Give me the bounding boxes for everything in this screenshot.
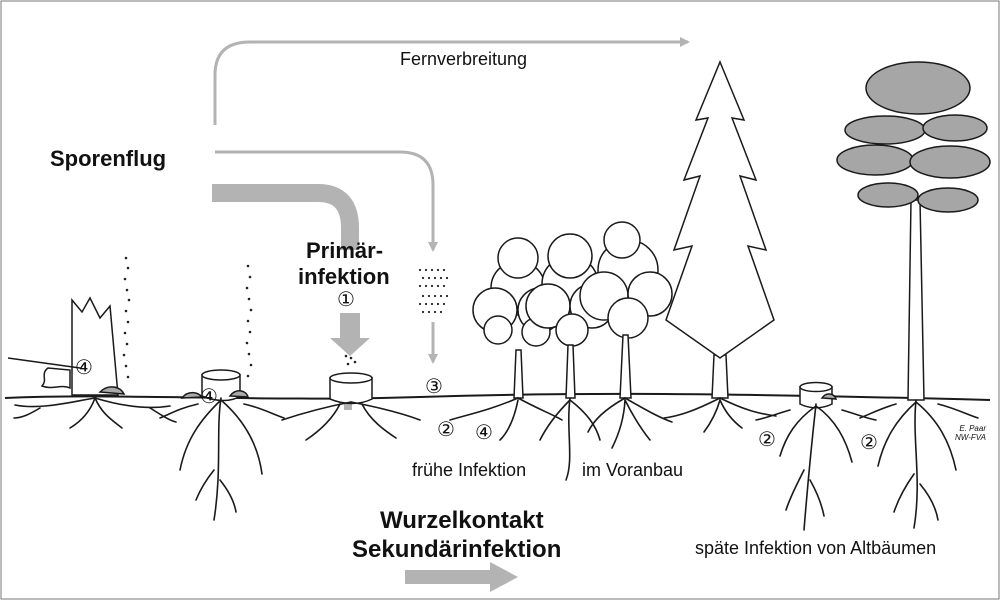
credit-line1: E. Paar — [959, 424, 986, 433]
spore-rain-icon — [418, 268, 449, 314]
marker-4a: ④ — [75, 357, 93, 379]
spaete-infektion-label: späte Infektion von Altbäumen — [695, 538, 937, 558]
fruehe-infektion-label: frühe Infektion — [412, 460, 527, 480]
primary-arrow-head — [330, 338, 370, 356]
marker-2b-text: ② — [758, 429, 776, 451]
marker-2b: ② — [758, 429, 776, 451]
marker-1-text: ① — [337, 289, 355, 311]
ground-line — [4, 392, 991, 401]
marker-4a-text: ④ — [75, 357, 93, 379]
marker-3-text: ③ — [425, 376, 443, 398]
spore-cloud-icon — [122, 256, 357, 379]
marker-4b-text: ④ — [200, 386, 218, 408]
credit-line2: NW-FVA — [955, 433, 986, 442]
broken-trunk-icon — [7, 296, 126, 396]
wurzelkontakt-label: Wurzelkontakt — [380, 507, 544, 534]
marker-2c: ② — [860, 432, 878, 454]
spruce-tree-icon — [665, 60, 775, 399]
sporenflug-label: Sporenflug — [50, 146, 167, 171]
marker-2c-text: ② — [860, 432, 878, 454]
root-system — [13, 397, 979, 531]
primary-infection-arrow — [212, 184, 359, 250]
spore-drop-arrow — [215, 150, 438, 252]
marker-4b: ④ — [200, 386, 218, 408]
marker-3: ③ — [425, 376, 443, 398]
primaer-label-line1: Primär- — [306, 238, 384, 263]
sekundaerinfektion-label: Sekundärinfektion — [352, 536, 562, 563]
long-distance-arrow — [213, 37, 690, 125]
marker-2a-text: ② — [437, 419, 455, 441]
marker-2a: ② — [437, 419, 455, 441]
marker-4c: ④ — [475, 422, 493, 444]
credit-label: E. Paar NW-FVA — [944, 424, 986, 442]
pine-tree-icon — [836, 61, 991, 401]
root-contact-arrow — [405, 562, 518, 592]
fernverbreitung-label: Fernverbreitung — [400, 49, 528, 69]
primary-arrow-shaft — [340, 313, 360, 338]
marker-1: ① — [337, 289, 355, 311]
marker-4c-text: ④ — [475, 422, 493, 444]
im-voranbau-label: im Voranbau — [582, 460, 684, 480]
tree-stump-icon — [180, 369, 838, 409]
primaer-label-line2: infektion — [298, 264, 390, 289]
deciduous-tree-icon — [472, 221, 673, 399]
